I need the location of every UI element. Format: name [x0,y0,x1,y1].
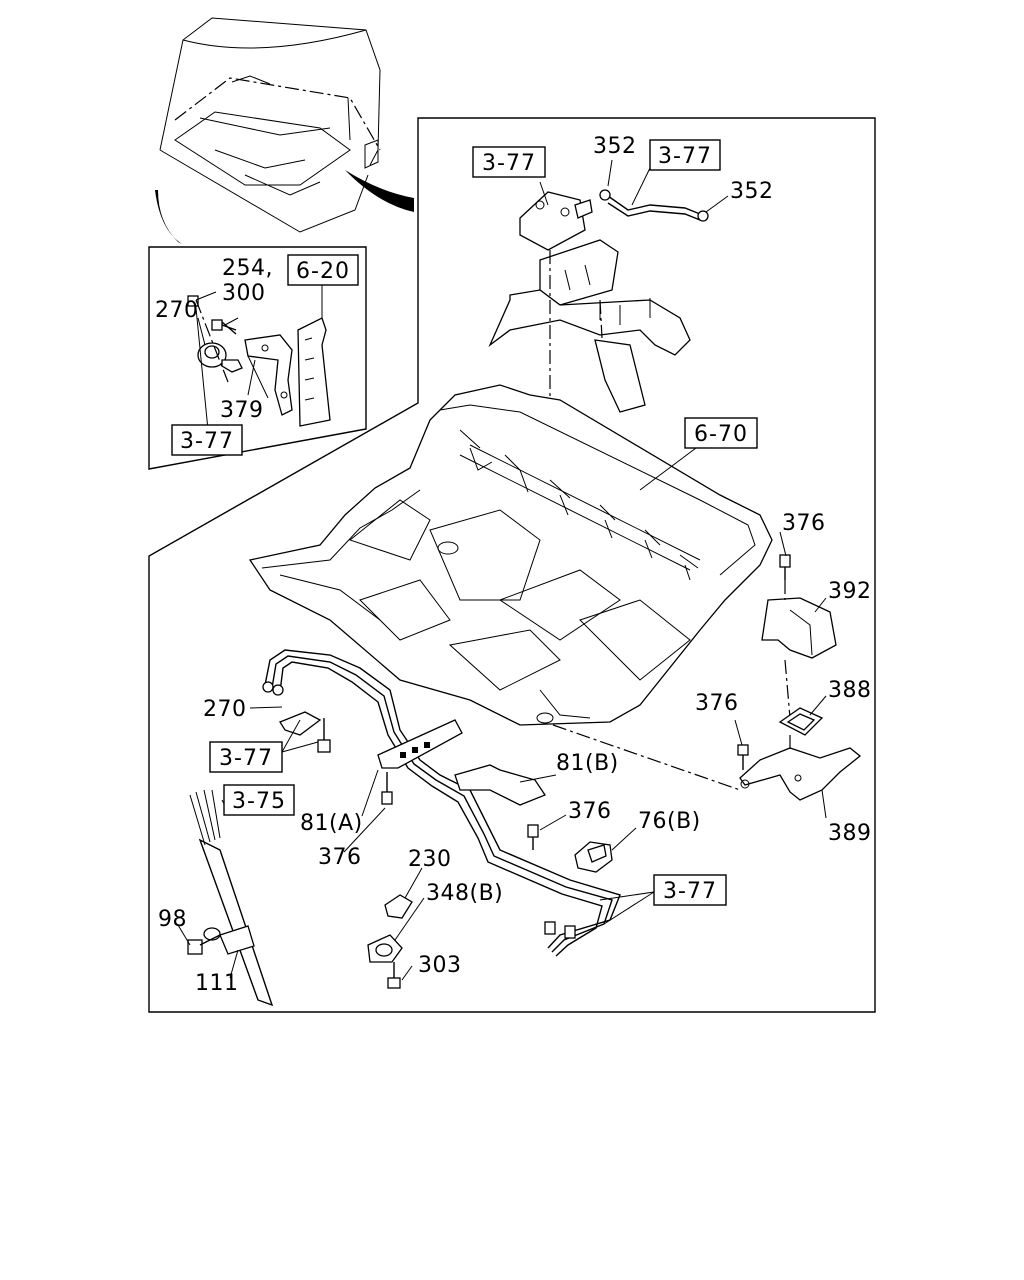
ref-6-20: 6-20 [296,259,350,284]
reference-boxes: 3-77 3-77 6-20 3-77 6-70 3-77 3-75 3-77 [171,139,758,906]
cable-harness [187,789,274,1007]
ref-3-77-inset: 3-77 [180,429,234,454]
floor-panel [248,384,773,726]
ref-3-77-top-left: 3-77 [482,151,536,176]
inset-parts [187,282,331,427]
ref-6-70: 6-70 [694,422,748,447]
ref-3-77-bottom: 3-77 [663,879,717,904]
main-frame [148,117,876,1013]
upper-bracket-assembly [488,189,709,520]
callout-270-inset: 270 [155,298,199,323]
callout-388: 388 [828,678,872,703]
callout-81b: 81(B) [556,751,619,776]
leader-lines [177,159,827,981]
callout-254: 254, [222,256,273,281]
callout-270: 270 [203,697,247,722]
callout-300: 300 [222,281,266,306]
callout-352-a: 352 [593,134,637,159]
callout-76b: 76(B) [638,809,701,834]
pipe-brackets [279,711,613,989]
callout-352-b: 352 [730,179,774,204]
ref-3-77-mid: 3-77 [219,746,273,771]
ref-3-75: 3-75 [232,789,286,814]
callout-labels: 352 352 254, 300 270 379 376 392 388 376… [155,134,872,996]
fuel-pipes [262,649,621,957]
callout-376-c: 376 [568,799,612,824]
callout-376-a: 376 [782,511,826,536]
ref-3-77-top-right: 3-77 [658,144,712,169]
callout-303: 303 [418,953,462,978]
callout-348b: 348(B) [426,881,503,906]
callout-376-d: 376 [318,845,362,870]
callout-376-b: 376 [695,691,739,716]
callout-98: 98 [158,907,187,932]
right-side-parts [737,554,862,801]
callout-111: 111 [195,971,239,996]
callout-392: 392 [828,579,872,604]
callout-379: 379 [220,398,264,423]
callout-81a: 81(A) [300,811,363,836]
callout-389: 389 [828,821,872,846]
vehicle-overview [155,17,414,244]
inset-frame [148,246,367,470]
callout-230: 230 [408,847,452,872]
